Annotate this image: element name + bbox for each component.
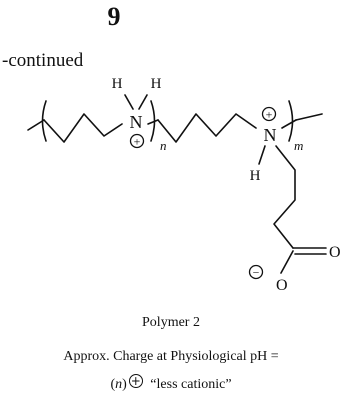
- n2-charge-circle: [261, 106, 277, 122]
- n1-to-bracket-bond: [147, 119, 159, 125]
- cation-plus-icon: +: [128, 374, 143, 388]
- subscript-m: m: [294, 138, 303, 153]
- side-chain-bonds: [273, 145, 296, 249]
- end-bond-left: [27, 119, 45, 131]
- n1-h1-bond: [124, 94, 134, 110]
- hydrogen-1: H: [112, 76, 123, 92]
- hydrogen-3: H: [250, 168, 261, 184]
- carbonyl-oxygen: O: [329, 244, 341, 261]
- n1-charge-icon: +: [134, 135, 141, 149]
- charge-label: Approx. Charge at Physiological pH =: [63, 349, 279, 364]
- nitrogen-2: N: [264, 125, 277, 145]
- anion-charge-icon: −: [253, 266, 260, 280]
- anion-oxygen: O: [276, 277, 288, 294]
- paren-close: ): [122, 377, 127, 392]
- chain-1-bonds: [43, 113, 123, 143]
- n2-to-bracket-bond: [281, 119, 297, 129]
- n2-charge-icon: +: [266, 108, 273, 122]
- chain-2-bonds: [157, 113, 257, 143]
- anion-charge-circle: [248, 264, 264, 280]
- charge-variable: n: [115, 377, 123, 392]
- page-number: 9: [107, 2, 121, 31]
- polymer-name: Polymer 2: [142, 315, 200, 330]
- n1-charge-circle: [129, 133, 145, 149]
- carboxylate-bond: [280, 250, 294, 274]
- paren-open: (: [110, 377, 116, 392]
- n2-h-bond: [258, 145, 266, 165]
- subscript-n: n: [160, 138, 167, 153]
- right-bracket-2: [288, 100, 294, 142]
- end-bond-right: [295, 113, 323, 121]
- continued-label: -continued: [2, 50, 84, 71]
- hydrogen-2: H: [151, 76, 162, 92]
- charge-expression: (n)+ “less cationic”: [0, 374, 342, 394]
- charge-note: “less cationic”: [150, 377, 232, 392]
- right-bracket-1: [150, 100, 156, 142]
- n1-h2-bond: [138, 94, 148, 110]
- nitrogen-1: N: [130, 112, 143, 132]
